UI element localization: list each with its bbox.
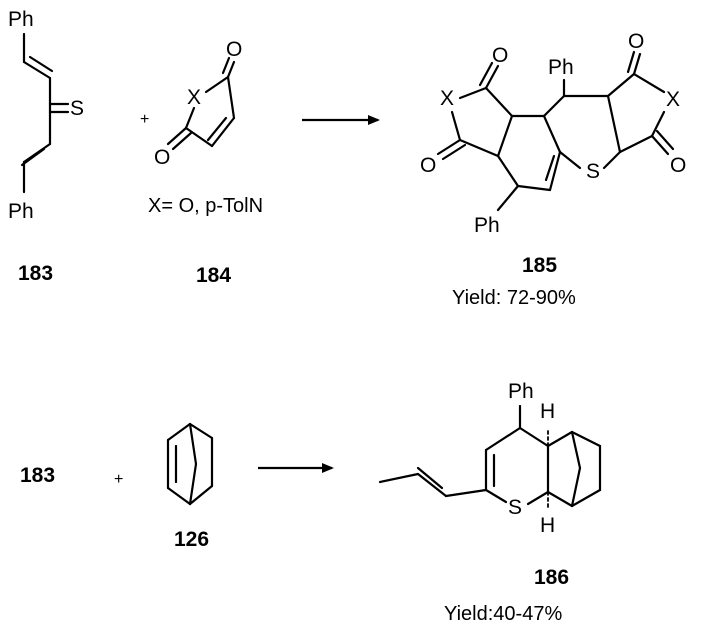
compound-183-structure: Ph S Ph [8, 8, 84, 223]
bond [518, 426, 550, 448]
bond [458, 86, 488, 100]
oxygen-label: O [628, 30, 644, 53]
bond [542, 114, 562, 154]
phenyl-label: Ph [474, 214, 500, 237]
compound-184-label: 184 [196, 264, 231, 287]
bond [606, 72, 636, 98]
compound-185-label: 185 [522, 254, 557, 277]
bond [558, 150, 582, 170]
bridge-bond [570, 466, 582, 508]
carbonyl-bond [478, 61, 494, 87]
bond [210, 116, 236, 148]
bond [548, 150, 562, 192]
compound-185-structure: X O O Ph Ph S [420, 30, 686, 237]
carbonyl-bond [626, 50, 636, 74]
carbonyl-bond [484, 64, 500, 90]
bond [184, 106, 196, 130]
bond [570, 488, 602, 508]
phenyl-label: Ph [548, 56, 574, 79]
x-label: X [440, 87, 454, 110]
double-bond-line [544, 154, 556, 182]
carbonyl-bond [441, 143, 467, 161]
plus-sign: + [140, 111, 149, 128]
oxygen-label: O [670, 154, 686, 177]
carbonyl-bond [171, 131, 193, 151]
oxygen-label: O [154, 146, 170, 169]
compound-185-yield: Yield: 72-90% [452, 287, 576, 309]
bridge-bond [188, 462, 198, 506]
reaction-1: Ph S Ph 183 + X O [8, 8, 686, 309]
carbonyl-bond [650, 134, 670, 156]
bond [546, 490, 574, 508]
carbonyl-bond [632, 52, 642, 76]
hydrogen-label: H [540, 514, 555, 537]
bond [542, 94, 566, 118]
bond [444, 488, 488, 498]
sulfur-label: S [586, 160, 600, 183]
hydrogen-label: H [540, 400, 555, 423]
compound-184-condition: X= O, p-TolN [148, 195, 263, 217]
compound-126-structure [166, 422, 214, 506]
compound-126-label: 126 [174, 528, 209, 551]
bond [602, 150, 622, 170]
plus-sign: + [114, 471, 123, 488]
phenyl-label: Ph [508, 380, 534, 403]
bond [546, 430, 574, 448]
bond [650, 110, 666, 138]
bond [484, 426, 522, 452]
bond [166, 486, 192, 506]
compound-183-label-reaction-2: 183 [20, 464, 55, 487]
double-bond-line [206, 116, 228, 142]
bond [516, 184, 552, 192]
sulfur-label: S [70, 97, 84, 120]
bond [378, 472, 420, 484]
double-bond-line [28, 55, 54, 73]
bridge-bond [570, 430, 582, 470]
compound-186-structure: Ph S H H [378, 380, 602, 537]
double-bond-line [416, 466, 444, 490]
bond [570, 430, 602, 448]
double-bond-line [20, 147, 46, 167]
bond [496, 114, 514, 158]
oxygen-label: O [226, 38, 242, 61]
bond [526, 490, 550, 506]
bond [496, 184, 520, 212]
compound-186-yield: Yield:40-47% [444, 603, 562, 625]
bond [204, 75, 230, 94]
bond [458, 138, 500, 158]
reaction-2: 183 + 126 Ph S [20, 380, 602, 625]
carbonyl-bond [655, 129, 675, 151]
oxygen-label: O [492, 44, 508, 67]
carbonyl-bond [166, 126, 188, 146]
bond [188, 422, 214, 440]
oxygen-label: O [420, 154, 436, 177]
bond [188, 484, 214, 506]
bond [416, 472, 448, 498]
x-label: X [666, 88, 680, 111]
bond [632, 72, 666, 94]
bond [496, 154, 520, 188]
bond [450, 110, 462, 142]
bond [166, 422, 192, 442]
compound-183-label: 183 [18, 262, 53, 285]
bond [606, 94, 622, 154]
bond [226, 75, 236, 120]
bond [22, 60, 52, 80]
sulfur-label: S [508, 496, 522, 519]
phenyl-label-bottom: Ph [8, 200, 34, 223]
carbonyl-bond [436, 138, 462, 156]
compound-184-structure: X O O [154, 38, 242, 169]
carbonyl-bond [221, 56, 231, 75]
carbonyl-bond [226, 60, 236, 79]
bond [484, 488, 508, 504]
bridge-bond [188, 422, 198, 466]
x-label: X [187, 86, 201, 109]
phenyl-label-top: Ph [8, 8, 34, 31]
bond [618, 134, 654, 154]
compound-186-label: 186 [534, 566, 569, 589]
bond [184, 126, 214, 148]
bond [484, 86, 514, 118]
